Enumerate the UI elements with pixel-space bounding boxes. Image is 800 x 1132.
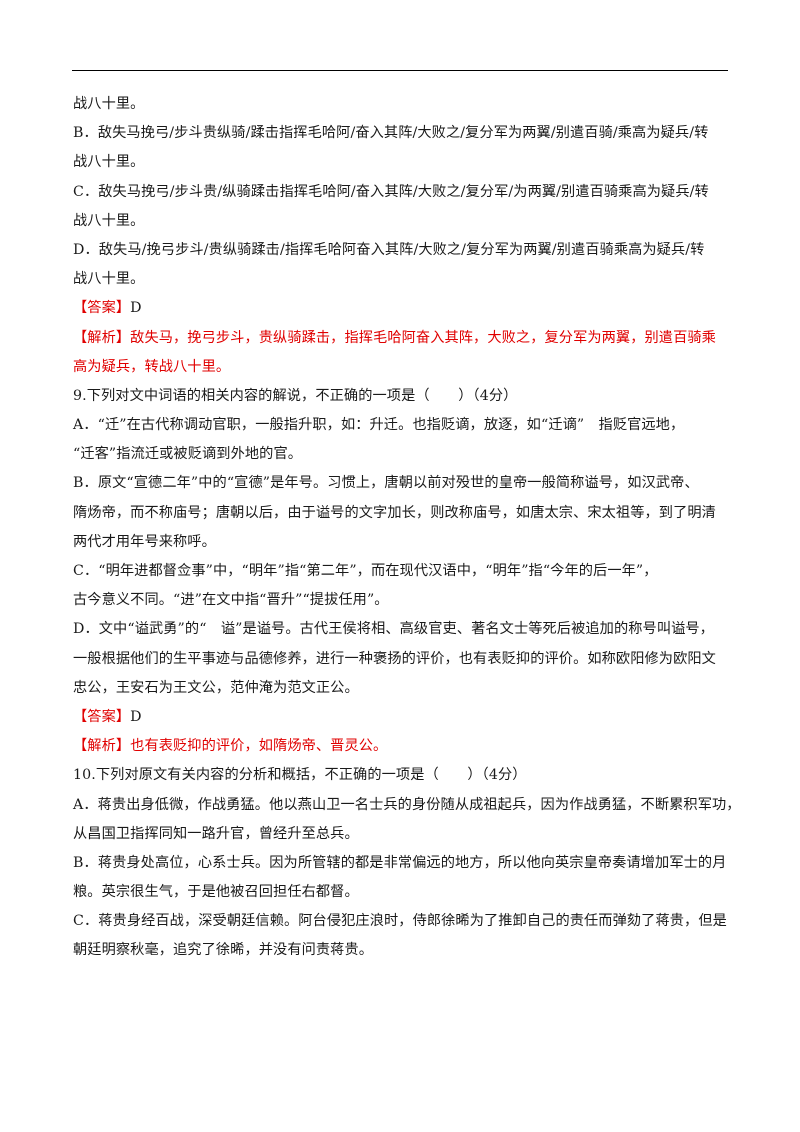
question-9-stem: 9.下列对文中词语的相关内容的解说，不正确的一项是（ ）（4分） bbox=[73, 387, 518, 404]
option-c-line-1: C．敌失马挽弓/步斗贵/纵骑蹂击指挥毛哈阿/奋入其阵/大败之/复分军/为两翼/别… bbox=[73, 183, 709, 200]
question-8-options: 战八十里。 B．敌失马挽弓/步斗贵纵骑/蹂击指挥毛哈阿/奋入其阵/大败之/复分军… bbox=[73, 90, 733, 294]
q9-option-d-line-1: D．文中“谥武勇”的“ 谥”是谥号。古代王侯将相、高级官吏、著名文士等死后被追加… bbox=[73, 621, 714, 638]
document-content: 战八十里。 B．敌失马挽弓/步斗贵纵骑/蹂击指挥毛哈阿/奋入其阵/大败之/复分军… bbox=[73, 90, 741, 966]
question-8-analysis-line-2: 高为疑兵，转战八十里。 bbox=[73, 358, 231, 375]
analysis-label: 【解析】 bbox=[73, 738, 131, 755]
question-10-stem: 10.下列对原文有关内容的分析和概括，不正确的一项是（ ）（4分） bbox=[73, 767, 527, 784]
q9-option-b-line-2: 隋炀帝，而不称庙号；唐朝以后，由于谥号的文字加长，则改称庙号，如唐太宗、宋太祖等… bbox=[73, 504, 716, 521]
q9-option-a-line-1: A．“迁”在古代称调动官职，一般指升职，如：升迁。也指贬谪，放逐，如“迁谪” 指… bbox=[73, 417, 685, 434]
answer-label: 【答案】 bbox=[73, 300, 131, 317]
q10-option-a-line-1: A．蒋贵出身低微，作战勇猛。他以燕山卫一名士兵的身份随从成祖起兵，因为作战勇猛，… bbox=[73, 796, 741, 813]
answer-label: 【答案】 bbox=[73, 708, 131, 725]
question-10: 10.下列对原文有关内容的分析和概括，不正确的一项是（ ）（4分） A．蒋贵出身… bbox=[73, 761, 741, 965]
option-b-line-1: B．敌失马挽弓/步斗贵纵骑/蹂击指挥毛哈阿/奋入其阵/大败之/复分军为两翼/别遣… bbox=[73, 125, 709, 142]
q9-option-a-line-2: “迁客”指流迁或被贬谪到外地的官。 bbox=[73, 446, 303, 463]
analysis-text: 也有表贬抑的评价，如隋炀帝、晋灵公。 bbox=[130, 738, 388, 755]
option-d-line-1: D．敌失马/挽弓步斗/贵纵骑蹂击/指挥毛哈阿奋入其阵/大败之/复分军为两翼/别遣… bbox=[73, 241, 705, 258]
analysis-label: 【解析】 bbox=[73, 329, 131, 346]
q9-option-b-line-1: B．原文“宣德二年”中的“宣德”是年号。习惯上，唐朝以前对殁世的皇帝一般简称谥号… bbox=[73, 475, 699, 492]
question-9: 9.下列对文中词语的相关内容的解说，不正确的一项是（ ）（4分） A．“迁”在古… bbox=[73, 382, 733, 703]
option-c-line-2: 战八十里。 bbox=[73, 212, 145, 229]
q10-option-a-line-2: 从昌国卫指挥同知一路升官，曾经升至总兵。 bbox=[73, 825, 359, 842]
q9-option-c-line-2: 古今意义不同。“进”在文中指“晋升”“提拔任用”。 bbox=[73, 592, 389, 609]
option-b-line-2: 战八十里。 bbox=[73, 154, 145, 171]
option-d-line-2: 战八十里。 bbox=[73, 271, 145, 288]
analysis-text: 敌失马，挽弓步斗，贵纵骑蹂击，指挥毛哈阿奋入其阵，大败之，复分军为两翼，别遣百骑… bbox=[130, 329, 716, 346]
q9-option-d-line-3: 忠公，王安石为王文公，范仲淹为范文正公。 bbox=[73, 679, 359, 696]
question-9-answer: 【答案】D bbox=[73, 703, 733, 732]
q9-option-b-line-3: 两代才用年号来称呼。 bbox=[73, 533, 216, 550]
q9-option-c-line-1: C．“明年进都督佥事”中，“明年”指“第二年”，而在现代汉语中，“明年”指“今年… bbox=[73, 563, 658, 579]
q9-option-d-line-2: 一般根据他们的生平事迹与品德修养，进行一种褒扬的评价，也有表贬抑的评价。如称欧阳… bbox=[73, 650, 716, 667]
answer-value: D bbox=[130, 300, 142, 317]
question-8-analysis-line-1: 【解析】敌失马，挽弓步斗，贵纵骑蹂击，指挥毛哈阿奋入其阵，大败之，复分军为两翼，… bbox=[73, 324, 733, 353]
q10-option-c-line-1: C．蒋贵身经百战，深受朝廷信赖。阿台侵犯庄浪时，侍郎徐晞为了推卸自己的责任而弹劾… bbox=[73, 913, 727, 930]
option-a-tail: 战八十里。 bbox=[73, 96, 145, 112]
q10-option-b-line-2: 粮。英宗很生气，于是他被召回担任右都督。 bbox=[73, 884, 359, 901]
header-rule bbox=[72, 70, 728, 71]
q10-option-b-line-1: B．蒋贵身处高位，心系士兵。因为所管辖的都是非常偏远的地方，所以他向英宗皇帝奏请… bbox=[73, 854, 727, 871]
question-8-answer: 【答案】D bbox=[73, 294, 733, 323]
answer-value: D bbox=[130, 708, 142, 725]
q10-option-c-line-2: 朝廷明察秋毫，追究了徐晞，并没有问责蒋贵。 bbox=[73, 942, 374, 959]
question-9-analysis: 【解析】也有表贬抑的评价，如隋炀帝、晋灵公。 bbox=[73, 732, 733, 761]
